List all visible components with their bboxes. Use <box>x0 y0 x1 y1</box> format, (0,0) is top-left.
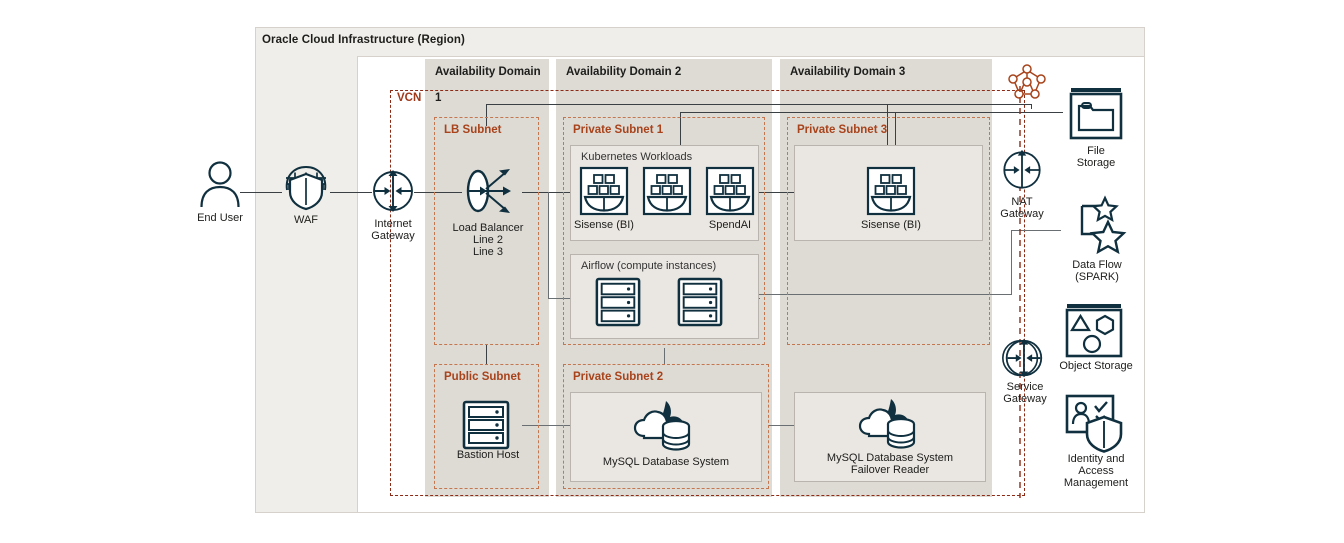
sisense-bi-ad3-label: Sisense (BI) <box>861 219 921 231</box>
connector-airflow-right <box>758 294 1012 296</box>
load-balancer-label-line1: Load Balancer <box>452 222 524 234</box>
internet-gateway-label-line1: Internet <box>374 218 412 230</box>
sisense-bi-ad2-label: Sisense (BI) <box>574 219 634 231</box>
private-subnet-1-label: Private Subnet 1 <box>573 124 664 136</box>
service-gateway-label-line1: Service <box>1006 381 1044 393</box>
connector-igw-to-lb <box>414 192 462 194</box>
connector-lb-top-horizontal <box>486 104 1032 106</box>
private-subnet-1: Private Subnet 1 <box>563 117 765 345</box>
mysql-failover-label-line1: MySQL Database System <box>826 452 954 464</box>
load-balancer-icon <box>466 169 511 213</box>
file-storage-label-line2: Storage <box>1076 157 1116 169</box>
mysql-primary-label: MySQL Database System <box>602 456 730 468</box>
waf-label: WAF <box>293 214 319 226</box>
private-subnet-3-label: Private Subnet 3 <box>797 124 888 136</box>
connector-lb-to-public <box>486 345 488 365</box>
nat-gateway-icon <box>1003 149 1041 189</box>
waf-icon <box>285 165 327 211</box>
connector-main-traffic <box>240 192 282 194</box>
connector-lb-top-vertical <box>486 104 488 126</box>
internet-gateway-label-line2: Gateway <box>371 230 415 242</box>
data-flow-label-line1: Data Flow <box>1072 259 1122 271</box>
connector-private2-top <box>664 348 666 365</box>
load-balancer-label-line2: Line 2 <box>473 234 503 246</box>
connector-mid-bus-vertical <box>548 192 550 299</box>
connector-dataflow-riser <box>1011 230 1013 295</box>
connector-waf-to-igw <box>330 192 372 194</box>
kubernetes-workloads-label: Kubernetes Workloads <box>581 151 693 163</box>
airflow-group-label: Airflow (compute instances) <box>581 260 717 272</box>
connector-filestorage-drop <box>1031 104 1033 109</box>
availability-domain-2-label: Availability Domain 2 <box>566 66 682 78</box>
availability-domain-1: Availability Domain 1 <box>425 59 549 497</box>
connector-sisense3-riser-a <box>887 104 889 166</box>
connector-bastion-to-mysql <box>522 425 574 427</box>
connector-k8s-to-ad3 <box>758 192 798 194</box>
iam-label-line3: Management <box>1063 477 1129 489</box>
private-subnet-3: Private Subnet 3 <box>787 117 990 345</box>
public-subnet: Public Subnet <box>434 364 539 489</box>
nat-gateway-label-line1: NAT <box>1011 196 1033 208</box>
lb-subnet: LB Subnet <box>434 117 539 345</box>
private-subnet-2: Private Subnet 2 <box>563 364 769 489</box>
object-storage-label: Object Storage <box>1059 360 1133 372</box>
service-gateway-icon <box>1002 338 1043 378</box>
availability-domain-3-label: Availability Domain 3 <box>790 66 906 78</box>
vcn-label: VCN <box>397 92 422 104</box>
internet-gateway-icon <box>373 170 413 212</box>
end-user-icon <box>200 161 240 208</box>
kubernetes-container-icon-2 <box>642 166 692 216</box>
mysql-database-icon <box>633 401 691 451</box>
data-flow-label-line2: (SPARK) <box>1075 271 1119 283</box>
private-subnet-2-label: Private Subnet 2 <box>573 371 664 383</box>
region-title: Oracle Cloud Infrastructure (Region) <box>262 34 465 46</box>
connector-lb-to-k8s <box>522 192 572 194</box>
mysql-failover-label-line2: Failover Reader <box>850 464 930 476</box>
vcn-boundary <box>390 90 1025 496</box>
airflow-compute-instance-icon-1 <box>595 277 641 327</box>
bastion-host-icon <box>462 400 510 450</box>
spendai-container-icon <box>705 166 755 216</box>
object-storage-icon <box>1065 304 1123 358</box>
sisense-bi-ad3-icon <box>866 166 916 216</box>
mysql-failover-icon <box>858 399 916 449</box>
airflow-compute-instance-icon-2 <box>677 277 723 327</box>
connector-k8s-bus-horizontal <box>680 112 1063 114</box>
availability-domain-1-label: Availability Domain 1 <box>435 66 541 104</box>
load-balancer-label-line3: Line 3 <box>473 246 503 258</box>
iam-label-line1: Identity and <box>1067 453 1125 465</box>
iam-label-line2: Access <box>1078 465 1114 477</box>
file-storage-label-line1: File <box>1087 145 1105 157</box>
bastion-host-label: Bastion Host <box>456 449 520 461</box>
network-topology-icon <box>1008 64 1046 99</box>
connector-dataflow-stub <box>1011 230 1061 232</box>
connector-mysql-replication <box>768 425 810 427</box>
file-storage-icon <box>1069 88 1123 140</box>
service-gateway-label-line2: Gateway <box>1003 393 1047 405</box>
identity-access-management-icon <box>1065 394 1123 453</box>
connector-sisense3-riser-b <box>895 112 897 166</box>
data-flow-spark-icon <box>1080 195 1127 255</box>
spendai-label: SpendAI <box>708 219 752 231</box>
end-user-label: End User <box>197 212 243 224</box>
sisense-bi-container-icon <box>579 166 629 216</box>
nat-gateway-label-line2: Gateway <box>1000 208 1044 220</box>
public-subnet-label: Public Subnet <box>444 371 521 383</box>
lb-subnet-label: LB Subnet <box>444 124 502 136</box>
